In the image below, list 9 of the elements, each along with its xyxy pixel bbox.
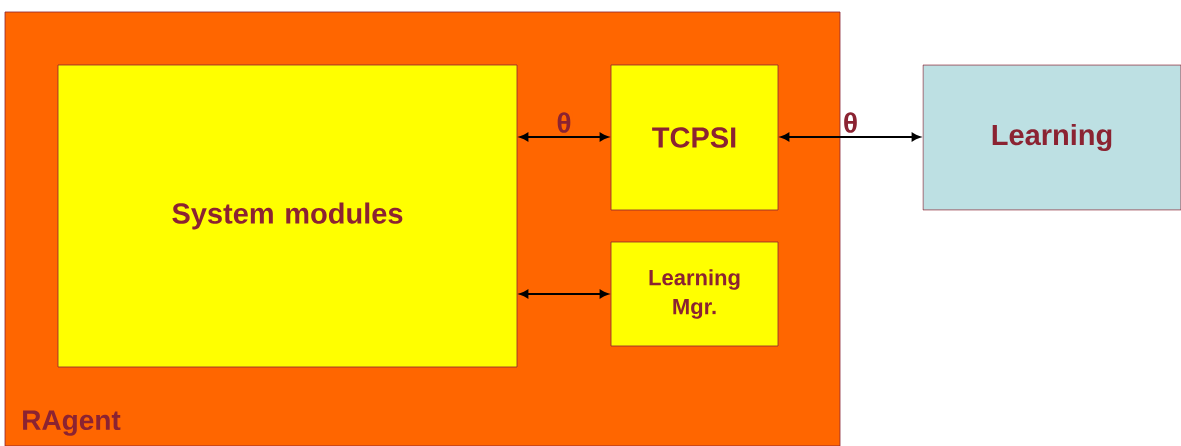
module-box: System modules (57, 64, 518, 368)
edge-label: θ (844, 112, 857, 133)
arrow (519, 289, 609, 299)
interface-box: TCPSI (610, 64, 779, 211)
arrow (519, 132, 609, 142)
learning-box: Learning (922, 64, 1181, 211)
arrow (780, 132, 921, 142)
edge-label: θ (557, 112, 571, 133)
manager-box: Learning Mgr. (610, 241, 779, 347)
